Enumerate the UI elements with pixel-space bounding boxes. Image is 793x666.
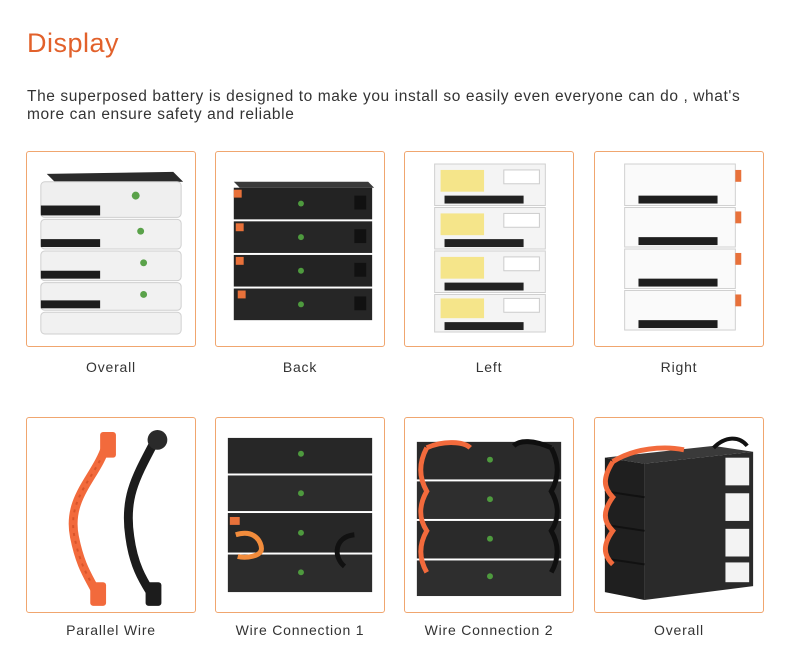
page-title: Display [27, 28, 120, 58]
caption-wire-connection-2: Wire Connection 2 [424, 622, 554, 638]
gallery-card-wire-connection-1[interactable] [215, 417, 385, 613]
gallery-card-wire-connection-2[interactable] [404, 417, 574, 613]
gallery-card-back[interactable] [215, 151, 385, 347]
battery-stack-left-image [434, 163, 546, 333]
gallery-card-left[interactable] [404, 151, 574, 347]
battery-stack-back-image [233, 181, 375, 321]
caption-right: Right [660, 359, 698, 375]
gallery-card-overall-white[interactable] [26, 151, 196, 347]
gallery-card-overall-black[interactable] [594, 417, 764, 613]
caption-left: Left [475, 359, 503, 375]
wire-connection-1-image [227, 437, 373, 593]
wire-connection-2-image [416, 439, 562, 597]
gallery-card-right[interactable] [594, 151, 764, 347]
gallery-card-parallel-wire[interactable] [26, 417, 196, 613]
caption-parallel-wire: Parallel Wire [66, 622, 156, 638]
page-description: The superposed battery is designed to ma… [27, 88, 741, 123]
caption-back: Back [282, 359, 318, 375]
caption-wire-connection-1: Wire Connection 1 [235, 622, 365, 638]
battery-stack-white-image [40, 171, 184, 335]
caption-overall: Overall [86, 359, 136, 375]
caption-overall-2: Overall [654, 622, 704, 638]
parallel-wire-image [68, 430, 168, 606]
battery-stack-right-image [624, 163, 742, 331]
battery-stack-black-overall-image [602, 436, 754, 600]
